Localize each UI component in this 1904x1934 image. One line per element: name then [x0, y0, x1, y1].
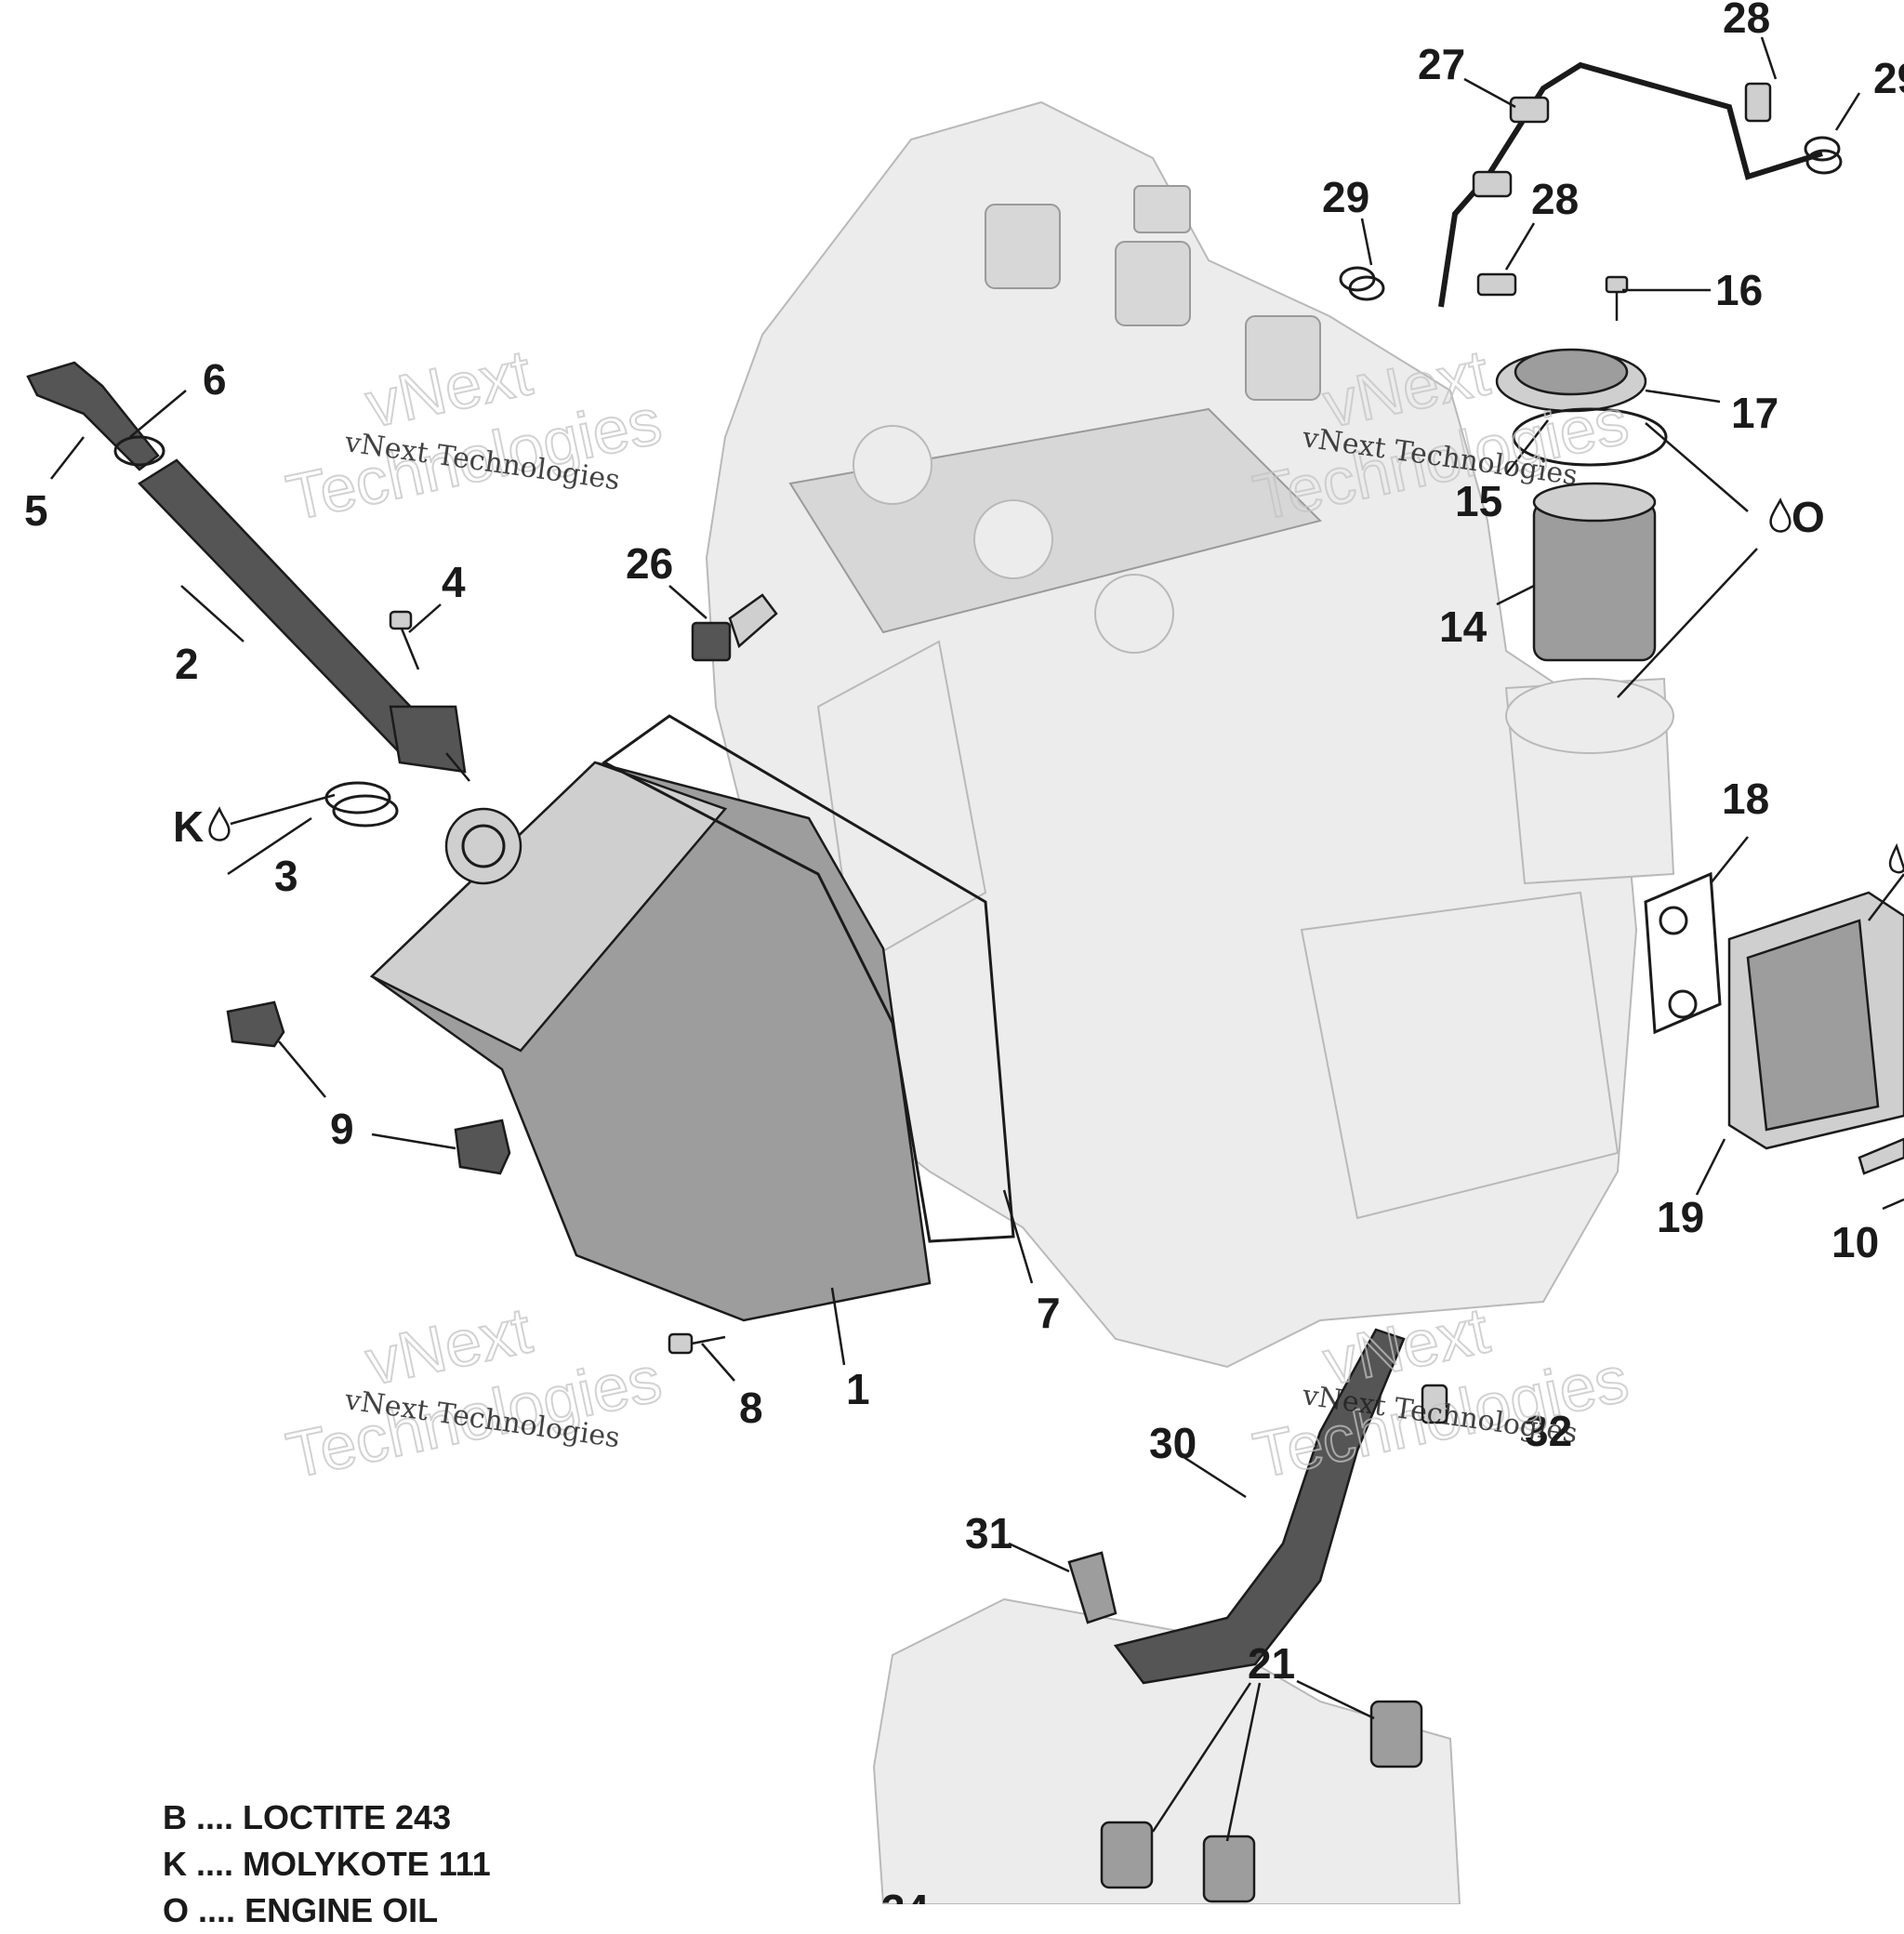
sensor-part-26 — [691, 593, 778, 662]
callout-28-upper: 28 — [1723, 0, 1770, 42]
watermark-top-left: vNext Technologies vNext Technologies — [280, 335, 668, 535]
callout-26: 26 — [626, 539, 673, 588]
legend-code: K — [163, 1845, 187, 1883]
callout-labels: 1 2 3 4 5 6 7 8 9 10 14 15 16 17 18 19 2… — [24, 0, 1904, 1904]
callout-27: 27 — [1418, 40, 1465, 88]
legend-separator: .... — [198, 1891, 236, 1929]
callout-10: 10 — [1831, 1218, 1879, 1266]
oil-cooler-part-19 — [1727, 891, 1904, 1150]
callout-30: 30 — [1149, 1419, 1197, 1467]
callout-28-lower: 28 — [1531, 175, 1579, 223]
callout-21: 21 — [1248, 1639, 1295, 1688]
callout-32: 32 — [1525, 1407, 1572, 1455]
callout-5: 5 — [24, 486, 48, 535]
legend-row-k: K .... MOLYKOTE 111 — [163, 1841, 491, 1888]
pin-part-10 — [1858, 1137, 1904, 1175]
drop-icon-right-edge — [1888, 842, 1904, 874]
legend-text: LOCTITE 243 — [243, 1798, 452, 1836]
legend-row-o: O .... ENGINE OIL — [163, 1888, 491, 1934]
fitting-part-32 — [1421, 1384, 1448, 1424]
callout-17: 17 — [1731, 389, 1778, 437]
callout-4: 4 — [442, 558, 466, 606]
engine-block-ghost — [705, 100, 1675, 1369]
lubricant-drop-icon — [208, 806, 231, 841]
watermark-bottom-left: vNext Technologies vNext Technologies — [280, 1292, 668, 1492]
legend-code: B — [163, 1798, 187, 1836]
dipstick-cap-part-5 — [26, 361, 160, 471]
screw-part-8 — [668, 1332, 726, 1355]
callout-o: O — [1792, 493, 1825, 541]
dipstick-tube-part-2 — [138, 458, 470, 782]
callout-1: 1 — [846, 1365, 870, 1413]
leader-lines — [50, 36, 1904, 1842]
legend-text: ENGINE OIL — [245, 1891, 439, 1929]
callout-16: 16 — [1715, 266, 1763, 314]
gasket-part-18 — [1644, 871, 1722, 1035]
banjo-bolt-part-28-lower — [1476, 272, 1517, 297]
banjo-bolt-part-28-upper — [1744, 82, 1772, 123]
plugs-part-9 — [226, 1000, 511, 1175]
callout-9: 9 — [330, 1105, 354, 1153]
oil-pump-housing-ghost — [872, 1597, 1461, 1904]
callout-18: 18 — [1722, 775, 1769, 823]
legend-separator: .... — [196, 1845, 234, 1883]
callout-34: 34 — [881, 1886, 930, 1904]
legend-code: O — [163, 1891, 190, 1929]
strainers-part-21 — [1100, 1700, 1423, 1903]
callout-k: K — [173, 802, 204, 851]
washers-part-29-right — [1804, 136, 1843, 175]
oil-filter-part-14 — [1532, 482, 1657, 662]
legend-separator: .... — [196, 1798, 234, 1836]
legend-text: MOLYKOTE 111 — [243, 1845, 491, 1883]
callout-19: 19 — [1657, 1193, 1704, 1241]
hose-part-30 — [1113, 1328, 1406, 1685]
oil-tank-part-1 — [369, 761, 932, 1322]
filter-cover-part-17 — [1495, 348, 1647, 413]
legend-row-b: B .... LOCTITE 243 — [163, 1795, 491, 1841]
gasket-part-7 — [602, 714, 1015, 1243]
o-ring-part-15 — [1512, 407, 1668, 467]
clamp-part-31 — [1067, 1551, 1117, 1624]
washers-part-29-left — [1339, 266, 1385, 301]
callout-8: 8 — [739, 1384, 763, 1432]
callout-2: 2 — [175, 640, 199, 688]
callout-3: 3 — [274, 852, 298, 900]
o-ring-part-6 — [113, 435, 165, 467]
callout-14: 14 — [1439, 603, 1488, 651]
oil-drop-icon — [1769, 497, 1792, 533]
o-rings-part-3 — [324, 781, 399, 828]
callout-29-left: 29 — [1322, 173, 1369, 221]
callout-31: 31 — [965, 1509, 1012, 1557]
screw-part-4 — [389, 610, 420, 670]
watermark-top-right: vNext Technologies vNext Technologies — [1247, 335, 1635, 535]
callout-29-right: 29 — [1873, 54, 1904, 102]
oil-line-part-27 — [1438, 61, 1823, 308]
lubricant-legend: B .... LOCTITE 243 K .... MOLYKOTE 111 O… — [163, 1795, 491, 1934]
callout-7: 7 — [1037, 1289, 1061, 1337]
callout-6: 6 — [203, 355, 227, 404]
callout-15: 15 — [1455, 477, 1502, 525]
screw-part-16 — [1605, 275, 1629, 321]
